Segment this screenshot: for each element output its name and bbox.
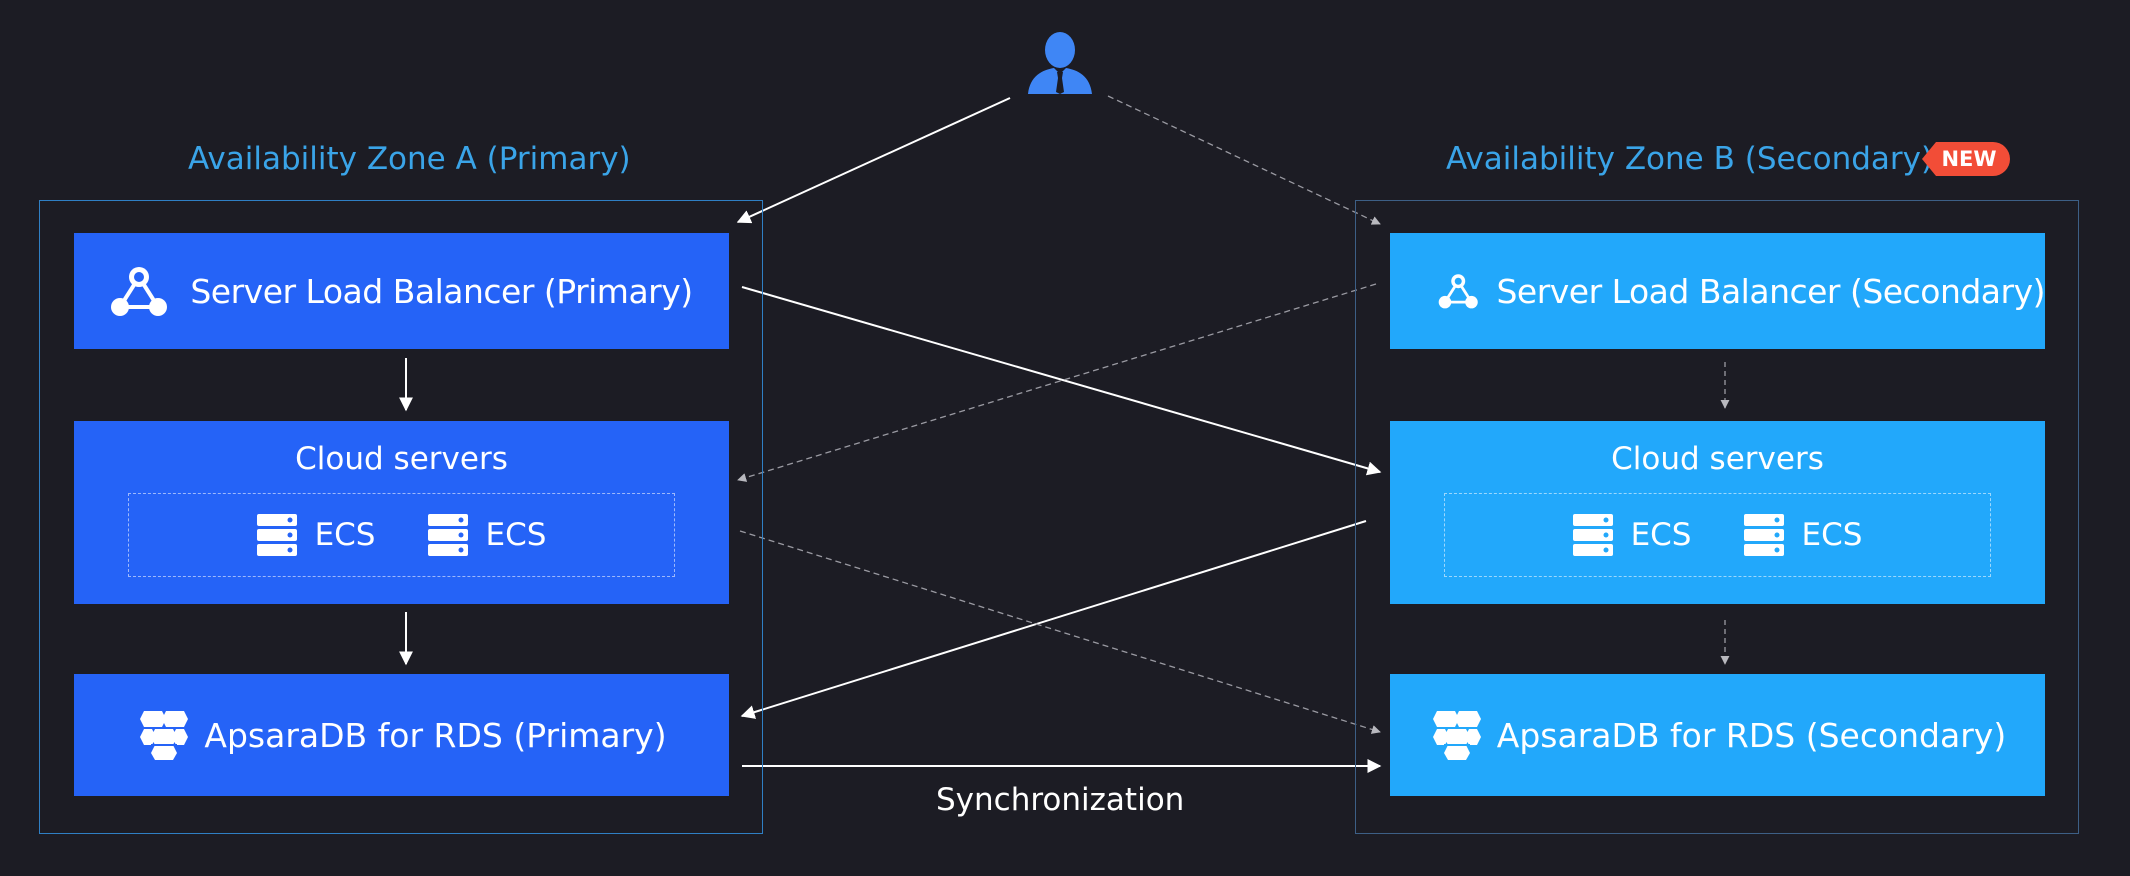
- ecs-item: ECS: [256, 514, 376, 556]
- secondary-slb-box: Server Load Balancer (Secondary): [1390, 233, 2045, 349]
- server-icon: [427, 514, 468, 556]
- server-icon: [1572, 514, 1613, 556]
- arrow-secondary-slb-to-primary-cloud: [737, 283, 1377, 482]
- arrow-secondary-cloud-to-primary-rds: [740, 520, 1367, 719]
- arrow-user-to-secondary-slb: [1107, 95, 1381, 225]
- ecs-item: ECS: [1743, 514, 1863, 556]
- primary-cloud-box: Cloud servers ECS ECS: [74, 421, 729, 604]
- secondary-slb-label: Server Load Balancer (Secondary): [1496, 271, 2045, 311]
- zone-b-title: Availability Zone B (Secondary): [1446, 141, 1934, 177]
- primary-rds-label: ApsaraDB for RDS (Primary): [204, 715, 667, 755]
- zone-a-title: Availability Zone A (Primary): [188, 141, 631, 177]
- secondary-ecs-group: ECS ECS: [1444, 493, 1991, 577]
- load-balancer-icon: [1438, 274, 1478, 309]
- primary-rds-box: ApsaraDB for RDS (Primary): [74, 674, 729, 796]
- database-icon: [1432, 711, 1481, 760]
- primary-slb-box: Server Load Balancer (Primary): [74, 233, 729, 349]
- secondary-cloud-title: Cloud servers: [1611, 441, 1824, 477]
- ecs-item: ECS: [1572, 514, 1692, 556]
- user-icon: [1028, 32, 1092, 94]
- secondary-cloud-box: Cloud servers ECS ECS: [1390, 421, 2045, 604]
- secondary-rds-box: ApsaraDB for RDS (Secondary): [1390, 674, 2045, 796]
- ecs-item: ECS: [427, 514, 547, 556]
- primary-slb-label: Server Load Balancer (Primary): [190, 271, 693, 311]
- ecs-label: ECS: [1801, 517, 1863, 553]
- ecs-label: ECS: [314, 517, 376, 553]
- new-badge: NEW: [1922, 142, 2010, 176]
- secondary-rds-label: ApsaraDB for RDS (Secondary): [1496, 715, 2007, 755]
- primary-cloud-title: Cloud servers: [295, 441, 508, 477]
- primary-ecs-group: ECS ECS: [128, 493, 675, 577]
- load-balancer-icon: [111, 267, 168, 316]
- synchronization-label: Synchronization: [936, 782, 1185, 818]
- zone-a-frame: [39, 200, 763, 834]
- ecs-label: ECS: [485, 517, 547, 553]
- server-icon: [1743, 514, 1784, 556]
- arrow-primary-slb-to-secondary-cloud: [741, 286, 1382, 476]
- arrow-primary-cloud-to-secondary-rds: [739, 530, 1381, 734]
- ecs-label: ECS: [1630, 517, 1692, 553]
- arrow-user-to-primary-slb: [736, 97, 1011, 224]
- zone-b-frame: [1355, 200, 2079, 834]
- server-icon: [256, 514, 297, 556]
- database-icon: [140, 711, 189, 760]
